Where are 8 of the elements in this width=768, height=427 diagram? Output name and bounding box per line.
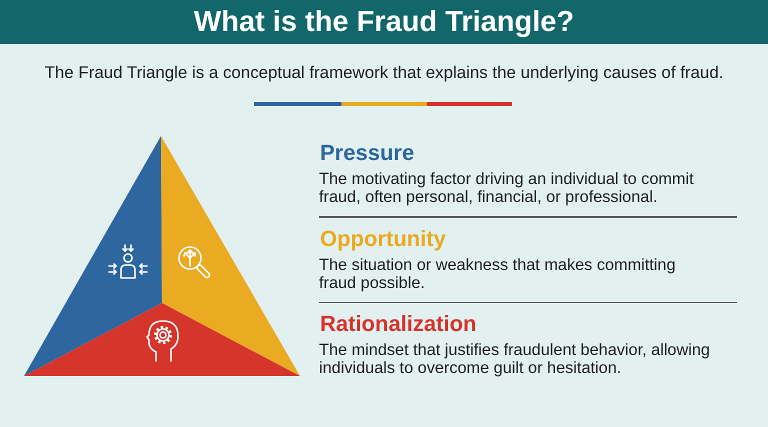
section-heading: Opportunity (320, 226, 446, 252)
subtitle: The Fraud Triangle is a conceptual framework that explains the underlying causes of fraud. (44, 63, 724, 83)
section-heading: Pressure (320, 140, 414, 166)
section-heading: Rationalization (320, 311, 476, 337)
title: What is the Fraud Triangle? (192, 5, 576, 40)
description-text: The motivating factor driving an individual to commit fraud, often personal, financial, or professional. (319, 170, 695, 206)
description-text: The mindset that justifies fraudulent behavior, allowing individuals to overcome guilt or hesitation. (319, 341, 711, 377)
description-text: The situation or weakness that makes committing fraud possible. (319, 256, 677, 292)
